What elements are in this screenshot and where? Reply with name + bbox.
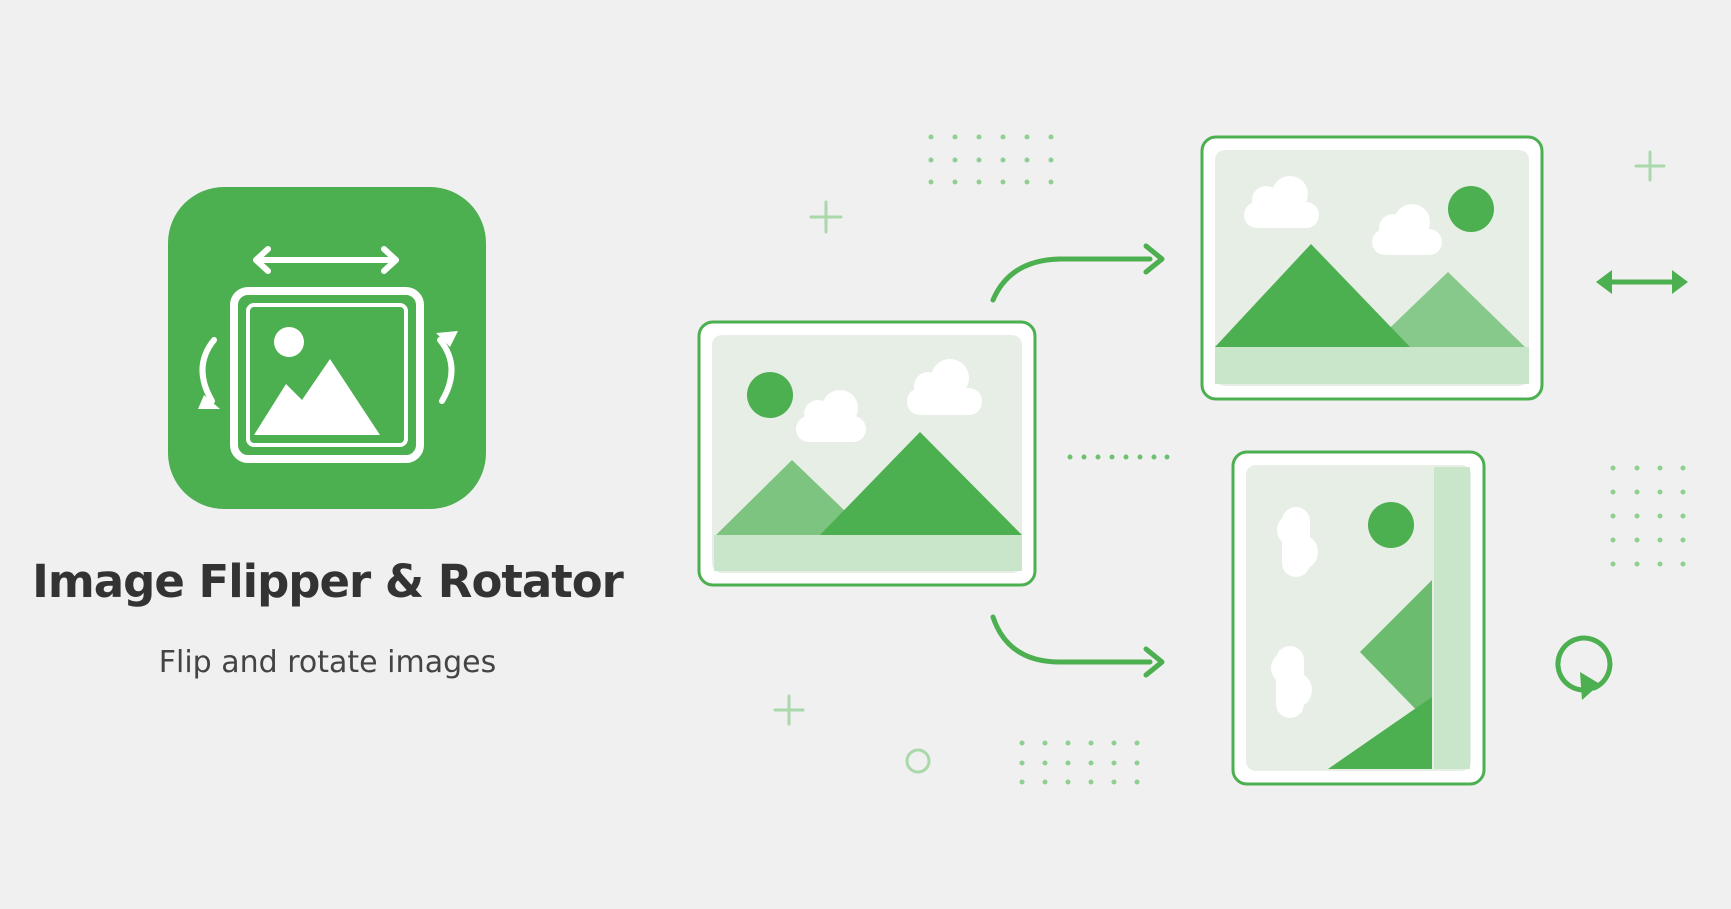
plus-icon <box>1634 150 1666 182</box>
plus-icon <box>773 694 805 726</box>
dot-grid-bottom <box>1019 740 1140 785</box>
image-flip-rotate-icon <box>168 187 486 509</box>
original-image-card <box>697 320 1037 587</box>
dot-grid-top <box>928 134 1054 185</box>
double-arrow-horizontal-icon <box>1596 270 1688 294</box>
arrow-to-rotated <box>990 614 1165 678</box>
flipped-image-card <box>1200 135 1544 401</box>
dot-grid-right <box>1610 465 1686 567</box>
dot-grid-middle <box>1067 454 1170 460</box>
rotate-clockwise-icon <box>1555 635 1613 700</box>
app-icon <box>168 187 486 509</box>
circle-icon <box>905 748 931 774</box>
app-subtitle: Flip and rotate images <box>158 645 497 680</box>
rotated-image-card <box>1231 450 1486 786</box>
app-title: Image Flipper & Rotator <box>32 555 624 608</box>
plus-icon <box>809 200 843 234</box>
arrow-to-flipped <box>990 243 1165 303</box>
